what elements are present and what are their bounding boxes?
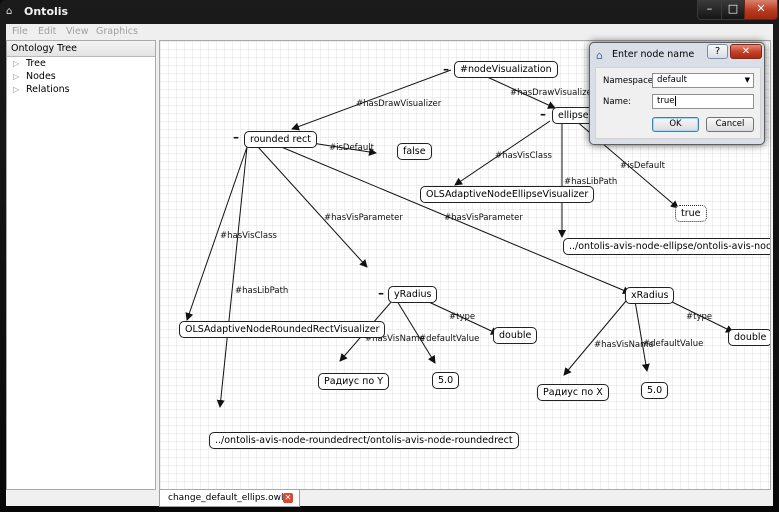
edge-hasdrawvisualizer-right [484, 75, 556, 109]
node-roundedrect-visualizer[interactable]: OLSAdaptiveNodeRoundedRectVisualizer [179, 321, 386, 338]
text-cursor [675, 95, 677, 106]
edge-defaultvalue-x [634, 300, 650, 372]
edge-hasdrawvisualizer-left [291, 69, 452, 131]
node-xradius[interactable]: xRadius [625, 287, 675, 304]
collapse-toggle-icon[interactable]: – [443, 62, 449, 76]
collapse-toggle-icon[interactable]: – [540, 107, 546, 121]
namespace-value: default [657, 75, 687, 85]
document-tab-bar: change_default_ellips.owl ✕ [159, 490, 771, 507]
close-window-button[interactable]: ✕ [744, 0, 778, 20]
edge-label: #hasLibPath [235, 286, 288, 296]
node-yradius[interactable]: yRadius [388, 286, 438, 303]
window-title: Ontolis [24, 5, 69, 18]
dialog-app-icon: ⌂ [596, 49, 603, 62]
name-input[interactable]: true [652, 94, 754, 109]
node-true[interactable]: true [675, 205, 707, 222]
enter-node-name-dialog: ⌂ Enter node name ? ✕ Namespace: default… [589, 42, 765, 145]
menu-graphics[interactable]: Graphics [96, 26, 138, 37]
tree-item-nodes[interactable]: ▷ Nodes [7, 70, 155, 83]
app-icon: ⌂ [6, 6, 13, 17]
menu-file[interactable]: File [12, 26, 28, 37]
edge-label: #hasVisName [594, 340, 654, 350]
maximize-button[interactable]: □ [721, 0, 745, 20]
title-bar[interactable]: ⌂ Ontolis – □ ✕ [0, 0, 779, 24]
edge-label: #hasVisName [365, 334, 425, 344]
cancel-button[interactable]: Cancel [706, 117, 754, 132]
edge-hasvisclass-ellipse [454, 120, 551, 186]
edge-hasvisparameter-x [278, 145, 631, 294]
node-radius-x-name[interactable]: Радиус по X [537, 384, 609, 401]
edge-defaultvalue-y [396, 300, 436, 364]
expand-arrow-icon[interactable]: ▷ [13, 85, 20, 94]
edge-hasvisclass-rect [185, 146, 248, 321]
dialog-body: Namespace: default ▼ Name: true OK Cancel [595, 67, 761, 139]
edge-label: #defaultValue [643, 339, 703, 349]
name-label: Name: [603, 97, 631, 107]
edge-label: #isDefault [329, 143, 375, 153]
node-y-default[interactable]: 5.0 [432, 372, 460, 389]
collapse-toggle-icon[interactable]: – [378, 286, 384, 300]
edge-label: #hasDrawVisualizer [356, 99, 442, 109]
ok-button[interactable]: OK [652, 117, 699, 132]
graph-canvas[interactable]: #hasDrawVisualizer #hasDrawVisualizer #i… [159, 40, 771, 490]
document-tab-label: change_default_ellips.owl [168, 493, 284, 503]
node-false[interactable]: false [397, 143, 432, 160]
expand-arrow-icon[interactable]: ▷ [13, 72, 20, 81]
edge-label: #hasLibPath [564, 177, 617, 187]
edge-haslibpath-rect [216, 146, 248, 408]
node-double-y[interactable]: double [493, 327, 538, 344]
node-double-x[interactable]: double [728, 329, 770, 346]
tree-item-label: Nodes [26, 71, 56, 82]
node-ellipse-visualizer[interactable]: OLSAdaptiveNodeEllipseVisualizer [420, 186, 595, 203]
edge-label: #hasVisParameter [444, 213, 523, 223]
node-radius-y-name[interactable]: Радиус по Y [318, 373, 390, 390]
dialog-title: Enter node name [612, 49, 695, 60]
tree-item-label: Tree [26, 58, 46, 69]
node-rounded-rect[interactable]: rounded rect [244, 131, 317, 148]
edge-label: #isDefault [620, 161, 666, 171]
edge-label: #hasVisClass [495, 151, 552, 161]
node-x-default[interactable]: 5.0 [641, 382, 669, 399]
edge-label: #hasVisParameter [324, 213, 403, 223]
tree-item-relations[interactable]: ▷ Relations [7, 83, 155, 96]
dialog-close-button[interactable]: ✕ [730, 44, 762, 59]
ontology-tree-header: Ontology Tree [7, 41, 155, 57]
namespace-label: Namespace: [603, 76, 656, 86]
namespace-select[interactable]: default ▼ [652, 73, 754, 88]
edge-hasvisparameter-y [257, 146, 368, 268]
chevron-down-icon[interactable]: ▼ [744, 76, 750, 84]
client-area: File Edit View Graphics Ontology Tree ▷ T… [6, 24, 773, 507]
tree-item-tree[interactable]: ▷ Tree [7, 57, 155, 70]
menu-view[interactable]: View [66, 26, 89, 37]
name-value: true [657, 96, 675, 106]
minimize-button[interactable]: – [697, 0, 722, 20]
node-nodevisualization[interactable]: #nodeVisualization [454, 61, 558, 78]
node-ellipse-libpath[interactable]: ../ontolis-avis-node-ellipse/ontolis-avi… [563, 238, 770, 255]
edge-label: #hasVisClass [220, 231, 277, 241]
help-button[interactable]: ? [707, 44, 728, 59]
edge-type-y [417, 296, 499, 335]
menu-bar: File Edit View Graphics [6, 24, 773, 40]
ontology-tree-panel: Ontology Tree ▷ Tree ▷ Nodes ▷ Relations [6, 40, 156, 490]
collapse-toggle-icon[interactable]: – [233, 130, 239, 144]
tree-item-label: Relations [26, 84, 70, 95]
menu-edit[interactable]: Edit [38, 26, 57, 37]
edge-label: #defaultValue [419, 334, 479, 344]
node-roundedrect-libpath[interactable]: ../ontolis-avis-node-roundedrect/ontolis… [209, 432, 519, 449]
edge-label: #type [449, 312, 475, 322]
edge-hasvisname-x [563, 300, 627, 376]
edge-label: #type [686, 312, 712, 322]
expand-arrow-icon[interactable]: ▷ [13, 59, 20, 68]
graph-edges: #hasDrawVisualizer #hasDrawVisualizer #i… [185, 69, 734, 408]
document-tab[interactable]: change_default_ellips.owl ✕ [159, 490, 300, 507]
close-tab-icon[interactable]: ✕ [283, 493, 293, 503]
edge-label: #hasDrawVisualizer [510, 88, 596, 98]
